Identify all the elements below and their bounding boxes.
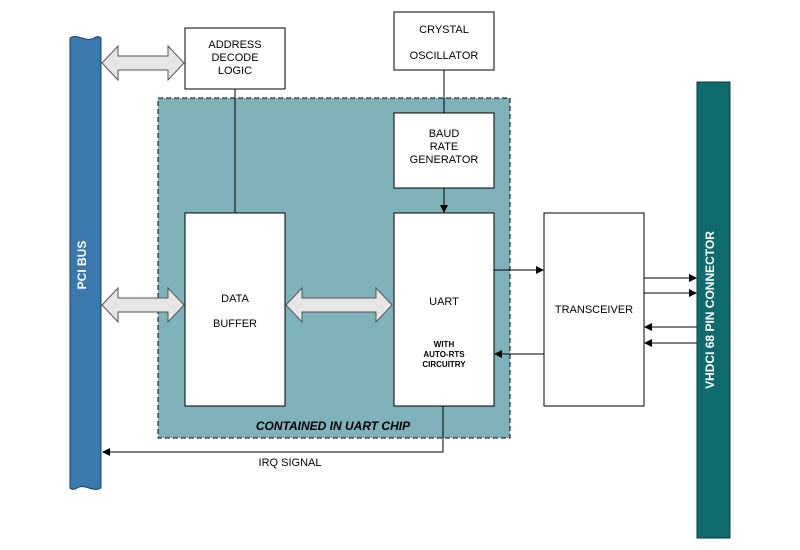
vhdci-connector-bar <box>696 81 731 539</box>
address-decode-line-3: LOGIC <box>218 65 252 77</box>
irq-signal-label: IRQ SIGNAL <box>259 457 322 469</box>
address-decode-block <box>184 27 286 90</box>
baud-rate-line-3: GENERATOR <box>410 154 479 166</box>
vhdci-connector-label: VHDCI 68 PIN CONNECTOR <box>703 231 717 389</box>
uart-sub-line-3: CIRCUITRY <box>422 360 466 369</box>
address-decode-line-1: ADDRESS <box>208 39 261 51</box>
baud-rate-generator-block <box>393 112 495 189</box>
data-buffer-to-uart-arrow <box>285 286 393 324</box>
pci-bus-label: PCI BUS <box>75 241 89 290</box>
crystal-oscillator-line-1: CRYSTAL <box>419 24 469 36</box>
crystal-oscillator-line-2: OSCILLATOR <box>410 50 479 62</box>
address-decode-line-2: DECODE <box>211 52 258 64</box>
transceiver-block <box>543 212 645 407</box>
data-buffer-block <box>184 212 286 407</box>
baud-rate-line-1: BAUD <box>429 128 460 140</box>
data-buffer-line-2: BUFFER <box>213 318 257 330</box>
baud-rate-line-2: RATE <box>430 141 459 153</box>
uart-block <box>393 212 495 407</box>
uart-sub-line-2: AUTO-RTS <box>423 350 465 359</box>
uart-sub-line-1: WITH <box>434 340 455 349</box>
irq-signal-line <box>102 406 444 456</box>
uart-chip-caption: CONTAINED IN UART CHIP <box>256 419 411 433</box>
pci-bus-bar <box>69 36 102 490</box>
data-buffer-line-1: DATA <box>221 293 249 305</box>
pci-to-data-buffer-arrow <box>101 286 185 324</box>
pci-to-address-decode-arrow <box>101 44 185 82</box>
uart-title: UART <box>429 296 459 308</box>
crystal-oscillator-block <box>393 11 495 71</box>
transceiver-label: TRANSCEIVER <box>555 304 633 316</box>
